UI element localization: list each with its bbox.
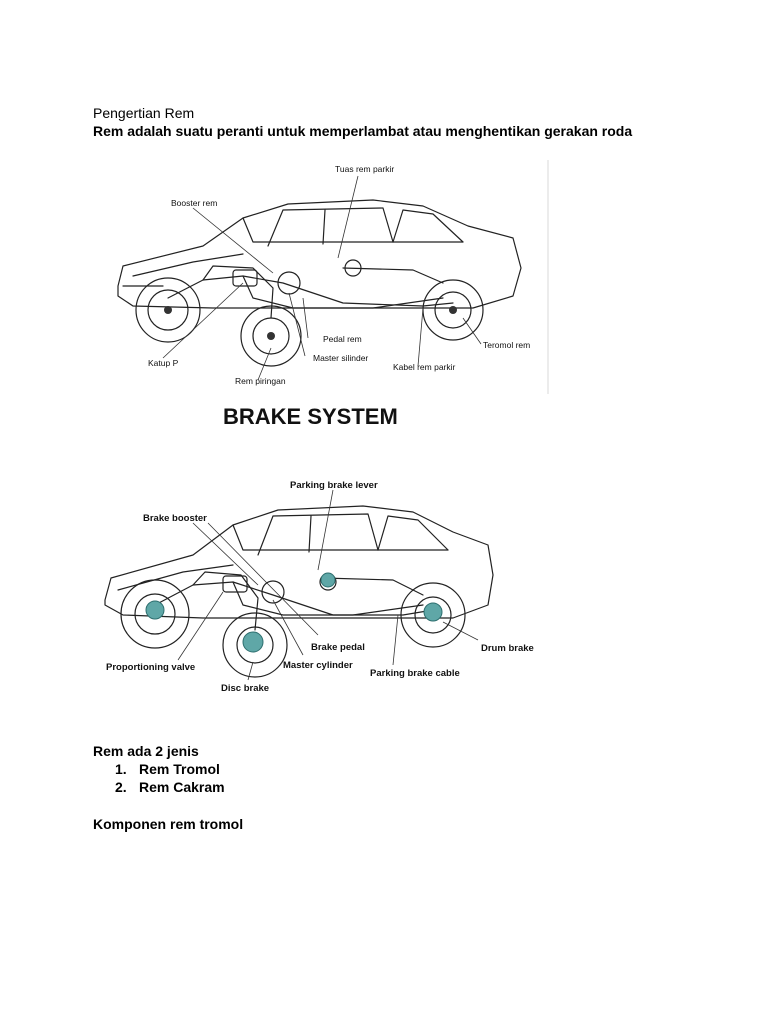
components-heading: Komponen rem tromol (93, 816, 244, 832)
list-item-number: 2. (115, 778, 127, 795)
label-lever-id: Tuas rem parkir (335, 164, 394, 174)
label-drum-en: Drum brake (481, 643, 534, 654)
label-master-id: Master silinder (313, 353, 368, 363)
brake-system-title: BRAKE SYSTEM (223, 404, 398, 429)
label-drum-id: Teromol rem (483, 340, 530, 350)
label-pedal-en: Brake pedal (311, 642, 365, 653)
label-pedal-id: Pedal rem (323, 334, 362, 344)
label-disc-en: Disc brake (221, 683, 269, 694)
label-booster-id: Booster rem (171, 198, 217, 208)
list-item-label: Rem Tromol (139, 761, 220, 777)
brake-diagram-indonesian: Tuas rem parkir Booster rem Pedal rem Ma… (93, 158, 551, 396)
label-booster-en: Brake booster (143, 513, 207, 524)
label-disc-id: Rem piringan (235, 376, 286, 386)
brake-system-diagram-english: BRAKE SYSTEM Parking brake lever (93, 400, 553, 705)
definition: Rem adalah suatu peranti untuk memperlam… (93, 123, 633, 139)
list-item-number: 1. (115, 761, 127, 777)
types-intro: Rem ada 2 jenis (93, 743, 199, 759)
label-valve-en: Proportioning valve (106, 662, 195, 673)
label-valve-id: Katup P (148, 358, 179, 368)
heading: Pengertian Rem (93, 105, 195, 121)
list-item-label: Rem Cakram (139, 778, 225, 795)
label-master-en: Master cylinder (283, 660, 353, 671)
label-cable-id: Kabel rem parkir (393, 362, 456, 372)
label-lever-en: Parking brake lever (290, 480, 378, 491)
label-cable-en: Parking brake cable (370, 668, 460, 679)
